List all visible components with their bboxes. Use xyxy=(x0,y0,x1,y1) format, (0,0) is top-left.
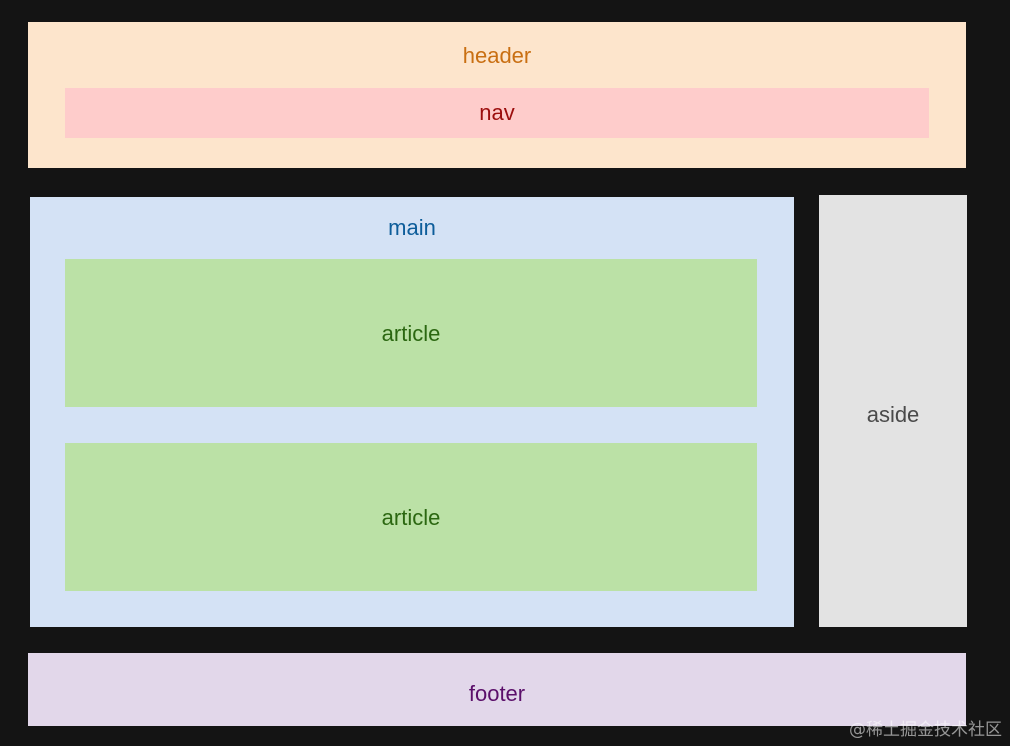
article-label-2: article xyxy=(381,505,441,530)
watermark-text: @稀土掘金技术社区 xyxy=(849,720,1002,740)
article-label-1: article xyxy=(381,321,441,346)
header-label: header xyxy=(462,43,532,68)
nav-label: nav xyxy=(479,100,515,125)
aside-region: aside xyxy=(819,195,967,627)
header-region: header nav xyxy=(28,22,966,168)
footer-region: footer xyxy=(28,653,966,726)
article-region-2: article xyxy=(65,443,757,591)
footer-label: footer xyxy=(468,681,526,706)
nav-region: nav xyxy=(65,88,929,138)
main-region: main article article xyxy=(30,197,794,627)
aside-label: aside xyxy=(866,402,920,427)
article-region-1: article xyxy=(65,259,757,407)
main-label: main xyxy=(388,215,436,240)
